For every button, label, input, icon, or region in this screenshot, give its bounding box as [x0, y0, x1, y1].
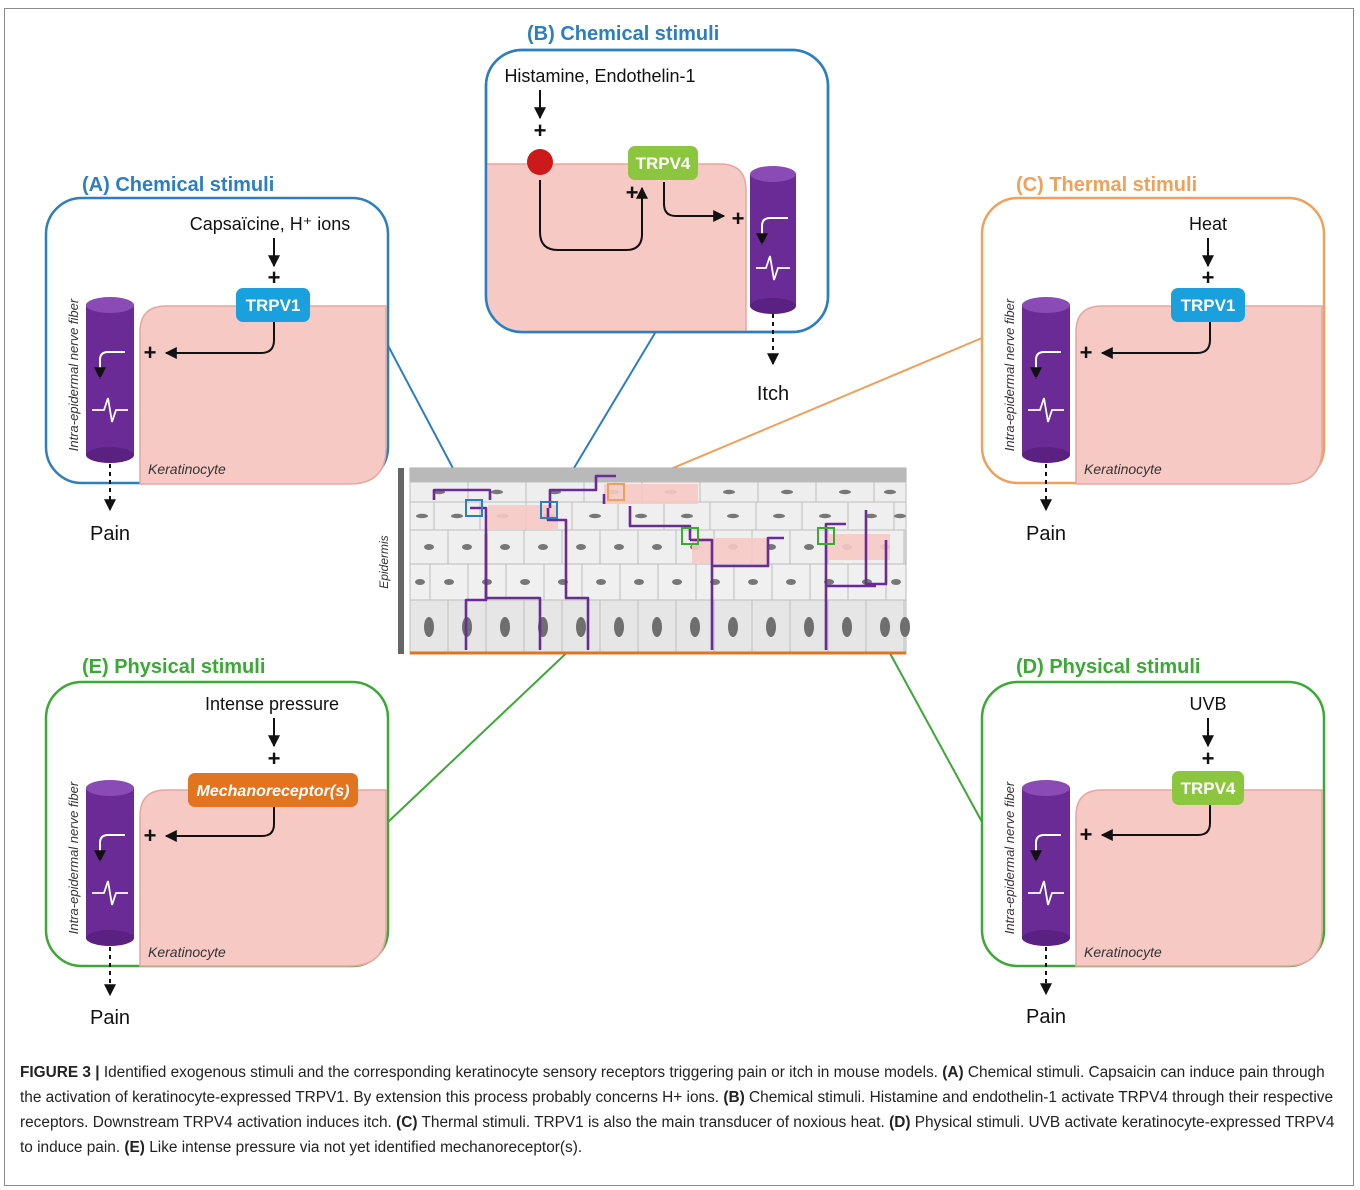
plus-e-fiber: +: [144, 823, 157, 848]
histamine-receptor-dot: [527, 149, 553, 175]
panel-e: (E) Physical stimuli Intense pressure + …: [44, 656, 390, 1029]
keratinocyte-d: [1075, 789, 1323, 967]
outcome-e: Pain: [90, 1007, 130, 1029]
epidermis-tissue: Epidermis: [377, 467, 910, 655]
marker-a: [465, 499, 483, 517]
stimulus-b: Histamine, Endothelin-1: [504, 66, 695, 86]
caption-b-text: Chemical stimuli. Histamine and endothel…: [20, 1089, 1334, 1131]
panel-e-title: (E) Physical stimuli: [82, 656, 265, 678]
panel-d: (D) Physical stimuli UVB + TRPV4 + Intra…: [980, 656, 1326, 1028]
marker-c: [607, 483, 625, 501]
plus-a-top: +: [268, 265, 281, 290]
figure-caption: FIGURE 3 | Identified exogenous stimuli …: [20, 1060, 1340, 1160]
caption-c-tag: (C): [396, 1114, 418, 1131]
receptor-d-badge: [1172, 771, 1244, 805]
marker-d: [817, 527, 835, 545]
caption-intro: Identified exogenous stimuli and the cor…: [103, 1064, 938, 1081]
connector-c: [615, 337, 983, 493]
caption-e-text: Like intense pressure via not yet identi…: [149, 1139, 583, 1156]
fiber-label-a: Intra-epidermal nerve fiber: [66, 298, 81, 451]
panel-c: (C) Thermal stimuli Heat + TRPV1 + Intra…: [980, 174, 1326, 545]
receptor-c-badge: [1171, 288, 1245, 322]
marker-e: [681, 527, 699, 545]
nerve-fiber-c: [1022, 305, 1070, 455]
stimulus-e: Intense pressure: [205, 694, 339, 714]
panel-c-title: (C) Thermal stimuli: [1016, 174, 1197, 196]
receptor-a-label: TRPV1: [246, 296, 301, 315]
fiber-label-e: Intra-epidermal nerve fiber: [66, 781, 81, 934]
plus-e-top: +: [268, 746, 281, 771]
receptor-a-badge: [236, 288, 310, 322]
receptor-d-label: TRPV4: [1181, 779, 1236, 798]
cell-label-e: Keratinocyte: [148, 944, 226, 960]
stimulus-a: Capsaïcine, H⁺ ions: [190, 214, 351, 234]
receptor-e-badge: [188, 773, 358, 807]
nerve-fiber-e: [86, 788, 134, 938]
plus-d-top: +: [1202, 746, 1215, 771]
outcome-c: Pain: [1026, 523, 1066, 545]
receptor-e-label: Mechanoreceptor(s): [197, 783, 350, 800]
keratinocyte-c: [1075, 305, 1323, 485]
cell-label-c: Keratinocyte: [1084, 461, 1162, 477]
outcome-b: Itch: [757, 383, 789, 405]
keratinocyte-a: [139, 305, 387, 485]
nerve-fiber-b: [750, 174, 796, 306]
caption-a-text: Chemical stimuli. Capsaicin can induce p…: [20, 1064, 1325, 1106]
fiber-label-d: Intra-epidermal nerve fiber: [1002, 781, 1017, 934]
plus-b-fiber: +: [732, 206, 745, 231]
plus-c-top: +: [1202, 265, 1215, 290]
caption-d-tag: (D): [889, 1114, 911, 1131]
receptor-b-badge: [628, 146, 698, 180]
receptor-c-label: TRPV1: [1181, 296, 1236, 315]
plus-d-fiber: +: [1080, 822, 1093, 847]
stimulus-c: Heat: [1189, 214, 1227, 234]
receptor-b-label: TRPV4: [636, 154, 691, 173]
marker-b: [540, 501, 558, 519]
keratinocyte-e: [139, 789, 387, 967]
panel-a: (A) Chemical stimuli Capsaïcine, H⁺ ions…: [44, 174, 390, 545]
caption-c-text: Thermal stimuli. TRPV1 is also the main …: [421, 1114, 885, 1131]
epidermis-label: Epidermis: [377, 535, 391, 588]
caption-b-tag: (B): [723, 1089, 745, 1106]
plus-b-receptor: +: [626, 180, 639, 205]
cell-label-a: Keratinocyte: [148, 461, 226, 477]
outcome-d: Pain: [1026, 1006, 1066, 1028]
panel-a-title: (A) Chemical stimuli: [82, 174, 274, 196]
plus-a-fiber: +: [144, 340, 157, 365]
nerve-fiber-a: [86, 305, 134, 455]
plus-b-top: +: [534, 118, 547, 143]
caption-label: FIGURE 3 |: [20, 1064, 100, 1081]
panel-d-title: (D) Physical stimuli: [1016, 656, 1201, 678]
caption-a-tag: (A): [942, 1064, 964, 1081]
fiber-label-c: Intra-epidermal nerve fiber: [1002, 298, 1017, 451]
caption-d-text: Physical stimuli. UVB activate keratinoc…: [20, 1114, 1335, 1156]
panel-b: (B) Chemical stimuli Histamine, Endothel…: [484, 23, 830, 405]
nerve-fiber-d: [1022, 788, 1070, 938]
plus-c-fiber: +: [1080, 340, 1093, 365]
caption-e-tag: (E): [124, 1139, 145, 1156]
stimulus-d: UVB: [1189, 694, 1226, 714]
outcome-a: Pain: [90, 523, 130, 545]
cell-label-d: Keratinocyte: [1084, 944, 1162, 960]
panel-b-title: (B) Chemical stimuli: [527, 23, 719, 45]
keratinocyte-b: [486, 163, 747, 332]
